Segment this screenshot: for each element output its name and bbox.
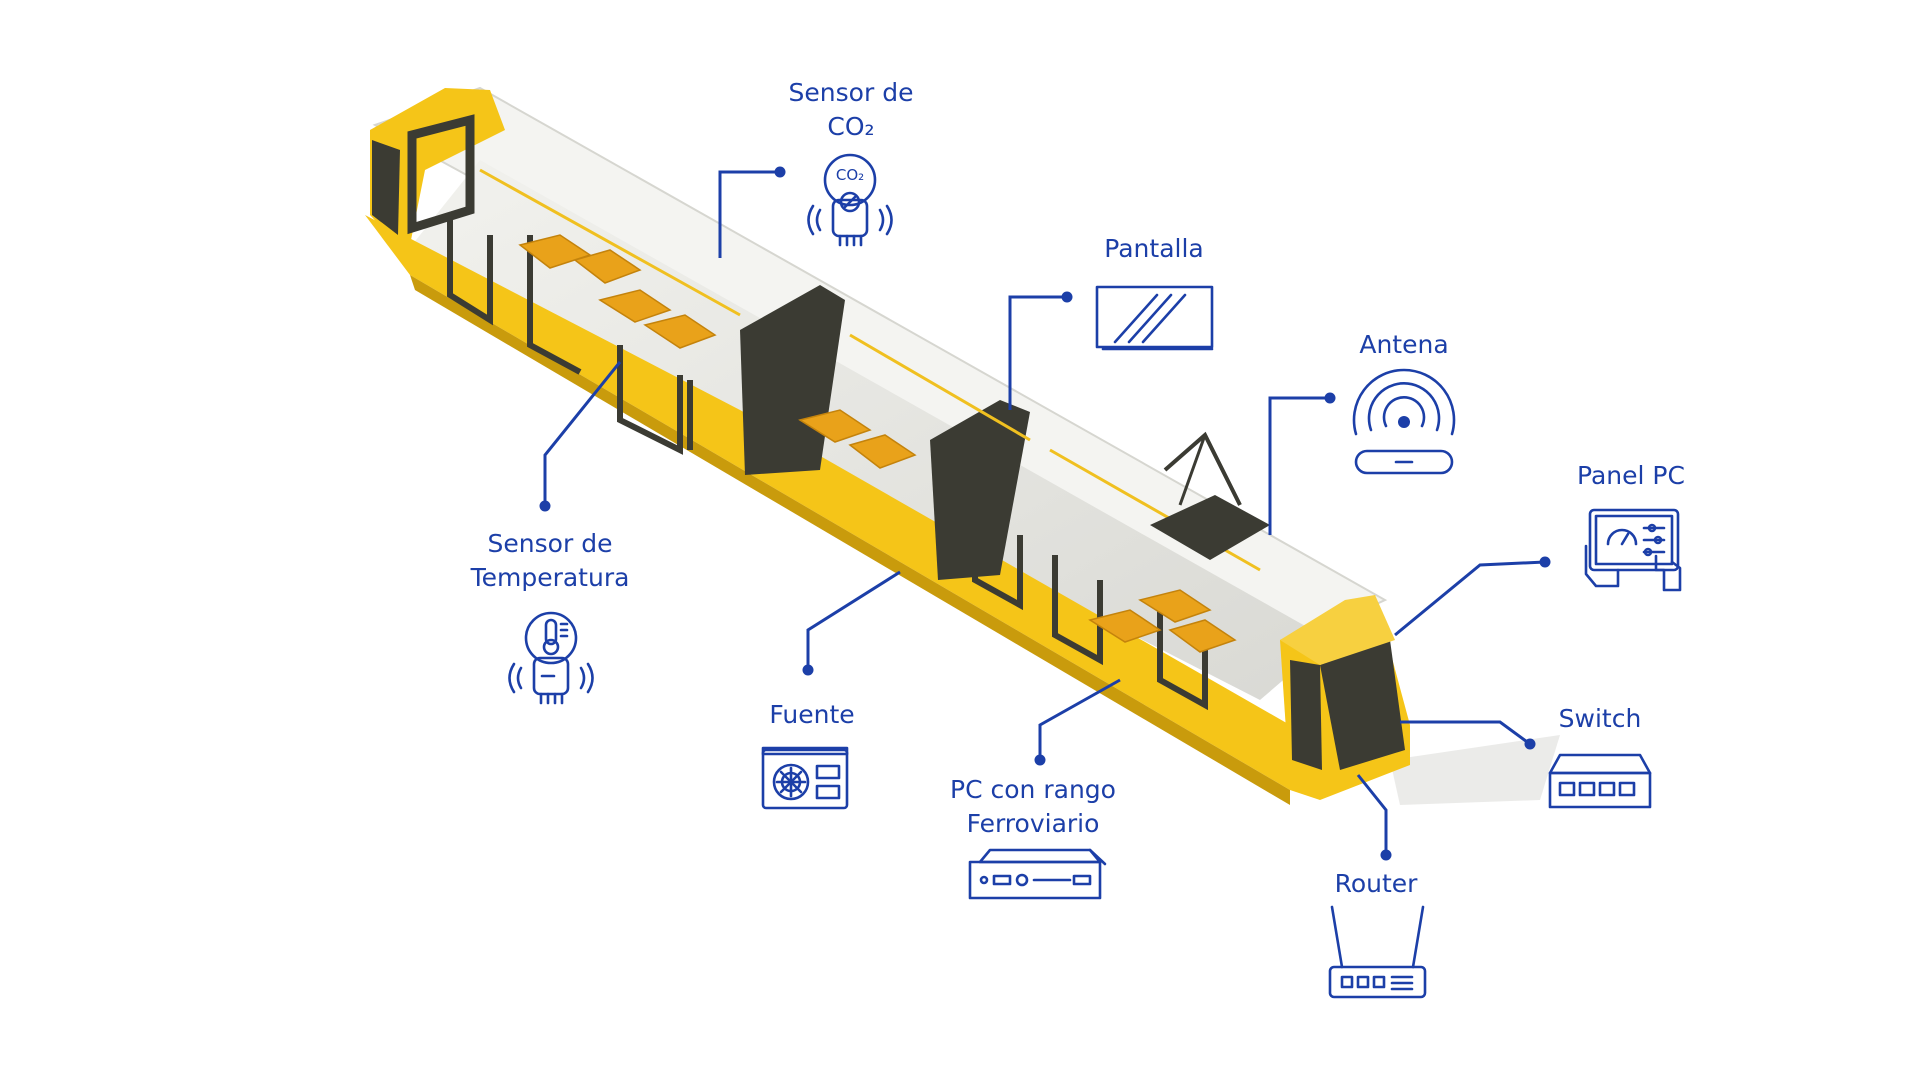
- label-antena: Antena: [1359, 330, 1449, 359]
- leader-fuente-dot: [802, 664, 814, 676]
- front-cab-windshield: [1320, 640, 1405, 770]
- leader-switch: [1400, 720, 1531, 746]
- label-temperature-sensor: Sensor de Temperatura: [471, 527, 630, 595]
- leader-pc-ferroviario: [1038, 678, 1121, 760]
- leader-pantalla: [1008, 295, 1067, 410]
- leader-antena-dot: [1324, 392, 1336, 404]
- power-supply-icon: [761, 746, 849, 810]
- leader-pantalla-dot: [1061, 291, 1073, 303]
- co2-badge: CO₂: [835, 166, 865, 184]
- label-pc-line2: Ferroviario: [966, 809, 1100, 838]
- industrial-pc-icon: [968, 848, 1107, 900]
- leader-pc-ferroviario-dot: [1034, 754, 1046, 766]
- leader-antena: [1268, 396, 1330, 535]
- label-co2-line2: CO₂: [827, 112, 875, 141]
- front-cab-roof: [1280, 595, 1395, 665]
- label-temp-line1: Sensor de: [487, 529, 613, 558]
- pantograph: [1150, 431, 1270, 560]
- leader-router: [1356, 774, 1388, 855]
- leader-panel-pc: [1394, 560, 1546, 637]
- panel-pc-icon: [1584, 508, 1682, 592]
- temperature-sensor-icon: [508, 611, 594, 705]
- router-icon: [1328, 905, 1427, 999]
- leader-temperatura: [543, 361, 622, 506]
- leader-panel-pc-dot: [1539, 556, 1551, 568]
- label-panel-pc: Panel PC: [1577, 461, 1685, 490]
- leader-co2-dot: [774, 166, 786, 178]
- tram-skirt: [365, 215, 1290, 790]
- label-fuente: Fuente: [769, 700, 855, 729]
- label-co2-sensor: Sensor de CO₂: [789, 76, 914, 144]
- tram-shadow: [1390, 735, 1560, 805]
- display-icon: [1095, 285, 1214, 351]
- leader-switch-dot: [1524, 738, 1536, 750]
- rear-cab-window: [372, 140, 400, 235]
- leader-lines: [539, 166, 1551, 861]
- label-switch: Switch: [1558, 704, 1642, 733]
- tram-skirt-base: [410, 275, 1290, 805]
- switch-icon: [1548, 753, 1652, 809]
- leader-temperatura-dot: [539, 500, 551, 512]
- tram: [365, 86, 1410, 805]
- label-pantalla: Pantalla: [1104, 234, 1204, 263]
- front-side-window: [1290, 660, 1322, 770]
- label-pc-line1: PC con rango: [950, 775, 1116, 804]
- antenna-icon: [1352, 368, 1456, 475]
- label-co2-line1: Sensor de: [788, 78, 914, 107]
- label-router: Router: [1334, 869, 1418, 898]
- label-pc-ferroviario: PC con rango Ferroviario: [950, 773, 1116, 841]
- articulation-2: [930, 400, 1030, 580]
- co2-sensor-icon: [807, 153, 893, 247]
- leader-co2: [718, 170, 780, 258]
- label-temp-line2: Temperatura: [470, 563, 630, 592]
- leader-router-dot: [1380, 849, 1392, 861]
- rear-door: [407, 114, 475, 235]
- leader-fuente: [806, 570, 901, 670]
